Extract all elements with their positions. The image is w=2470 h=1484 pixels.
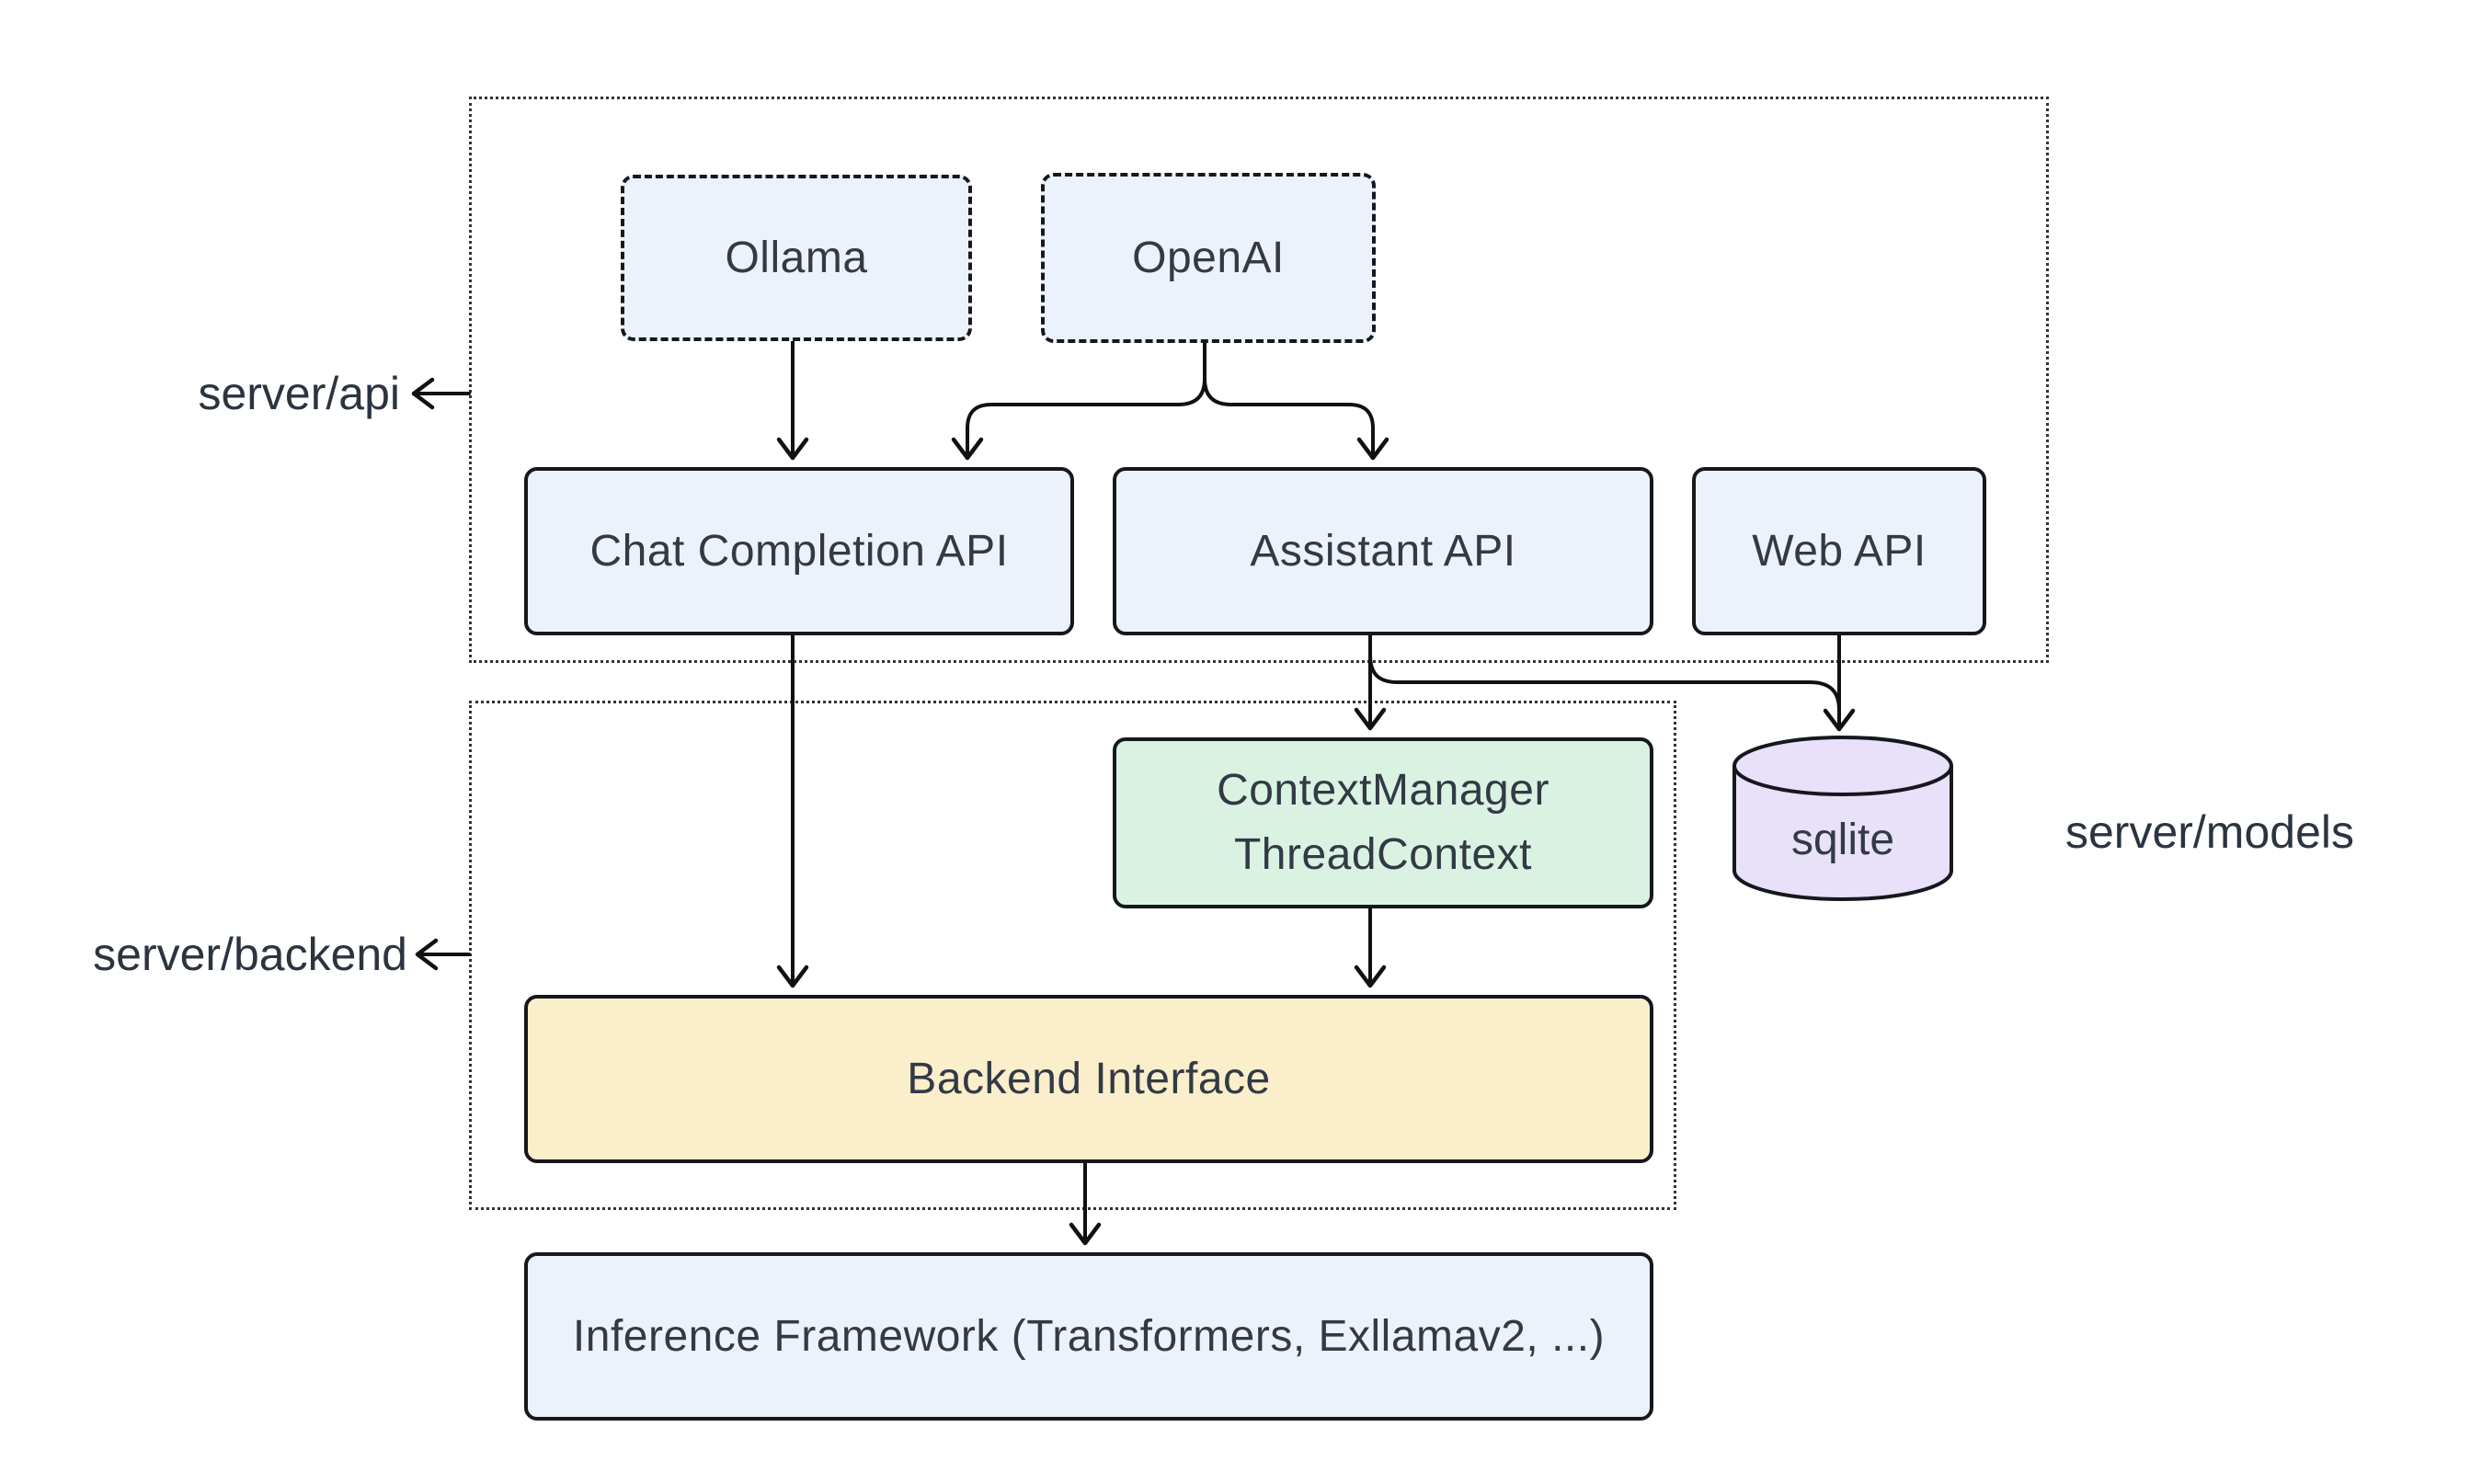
annotation-server-backend: server/backend bbox=[93, 929, 407, 980]
sqlite-cylinder-shape bbox=[1732, 736, 1953, 901]
node-openai: OpenAI bbox=[1041, 173, 1376, 343]
annotation-server-api: server/api bbox=[198, 368, 400, 419]
node-inference-framework: Inference Framework (Transformers, Exlla… bbox=[524, 1252, 1653, 1421]
context-manager-line2: ThreadContext bbox=[1233, 830, 1532, 879]
edge-openai-to-assistant-api bbox=[1203, 334, 1389, 461]
server-api-container bbox=[469, 97, 2049, 663]
edge-openai-to-chat-api bbox=[951, 334, 1206, 461]
node-sqlite-label: sqlite bbox=[1790, 815, 1895, 864]
node-backend-interface: Backend Interface bbox=[524, 995, 1653, 1163]
edge-assistant-api-to-sqlite bbox=[1368, 642, 1841, 712]
node-ollama: Ollama bbox=[621, 175, 972, 341]
annotation-server-models: server/models bbox=[2065, 806, 2354, 858]
node-chat-completion-api: Chat Completion API bbox=[524, 467, 1074, 635]
node-assistant-api: Assistant API bbox=[1113, 467, 1653, 635]
node-context-manager: ContextManager ThreadContext bbox=[1113, 737, 1653, 908]
node-web-api: Web API bbox=[1692, 467, 1986, 635]
context-manager-line1: ContextManager bbox=[1217, 766, 1549, 816]
